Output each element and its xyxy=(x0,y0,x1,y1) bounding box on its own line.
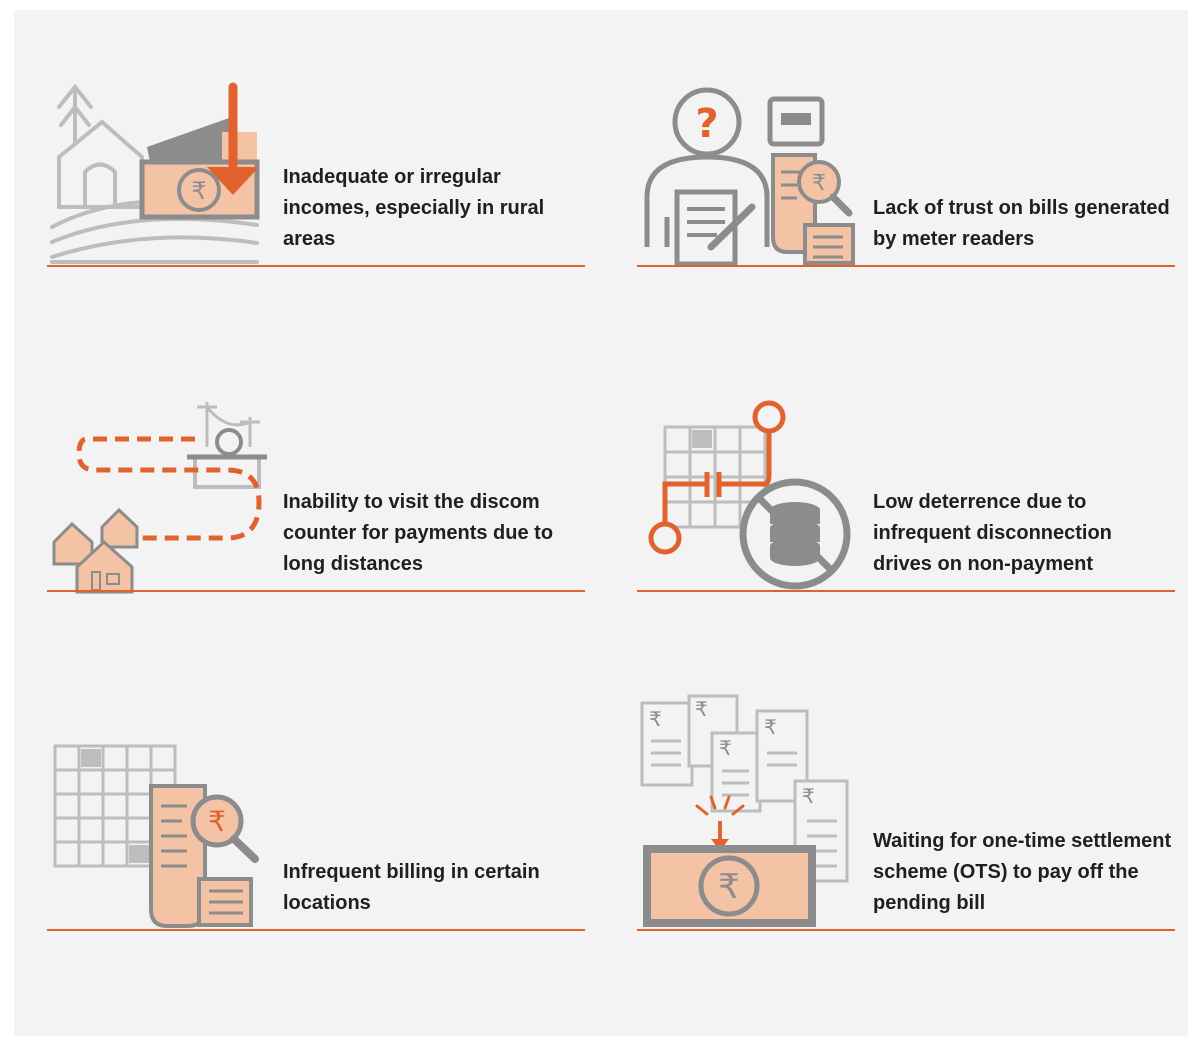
infrequent-billing-icon: ₹ xyxy=(47,741,277,931)
svg-text:₹: ₹ xyxy=(812,171,826,196)
item-label: Low deterrence due to infrequent disconn… xyxy=(873,491,1112,575)
divider xyxy=(47,929,585,931)
bill-distrust-icon: ? ₹ xyxy=(637,77,867,267)
item-label: Inability to visit the discom counter fo… xyxy=(283,491,554,575)
svg-text:₹: ₹ xyxy=(208,805,226,838)
item-long-distance: Inability to visit the discom counter fo… xyxy=(47,402,585,594)
item-bill-trust: ? ₹ L xyxy=(637,77,1175,267)
svg-text:₹: ₹ xyxy=(649,707,662,731)
svg-text:₹: ₹ xyxy=(764,715,777,739)
no-disconnection-icon xyxy=(637,400,867,592)
item-irregular-income: ₹ Inadequate or irregular incomes, espec… xyxy=(47,77,585,267)
svg-text:₹: ₹ xyxy=(718,867,740,907)
svg-text:₹: ₹ xyxy=(719,736,732,760)
item-low-deterrence: Low deterrence due to infrequent disconn… xyxy=(637,400,1175,592)
divider xyxy=(637,929,1175,931)
item-infrequent-billing: ₹ Infrequent billing in certain location… xyxy=(47,741,585,931)
item-label: Lack of trust on bills generated by mete… xyxy=(873,197,1170,250)
svg-text:?: ? xyxy=(695,101,718,147)
divider xyxy=(637,265,1175,267)
divider xyxy=(47,590,585,592)
item-label: Waiting for one-time settlement scheme (… xyxy=(873,830,1172,914)
item-ots-wait: ₹ ₹ ₹ ₹ ₹ xyxy=(637,694,1175,931)
divider xyxy=(637,590,1175,592)
svg-text:₹: ₹ xyxy=(191,177,206,205)
ots-waiting-icon: ₹ ₹ ₹ ₹ ₹ xyxy=(637,694,867,931)
long-distance-counter-icon xyxy=(47,402,277,594)
item-label: Inadequate or irregular incomes, especia… xyxy=(283,166,545,250)
rural-income-drop-icon: ₹ xyxy=(47,77,277,267)
svg-text:₹: ₹ xyxy=(802,784,815,808)
svg-text:₹: ₹ xyxy=(695,697,708,721)
item-label: Infrequent billing in certain locations xyxy=(283,861,540,914)
divider xyxy=(47,265,585,267)
